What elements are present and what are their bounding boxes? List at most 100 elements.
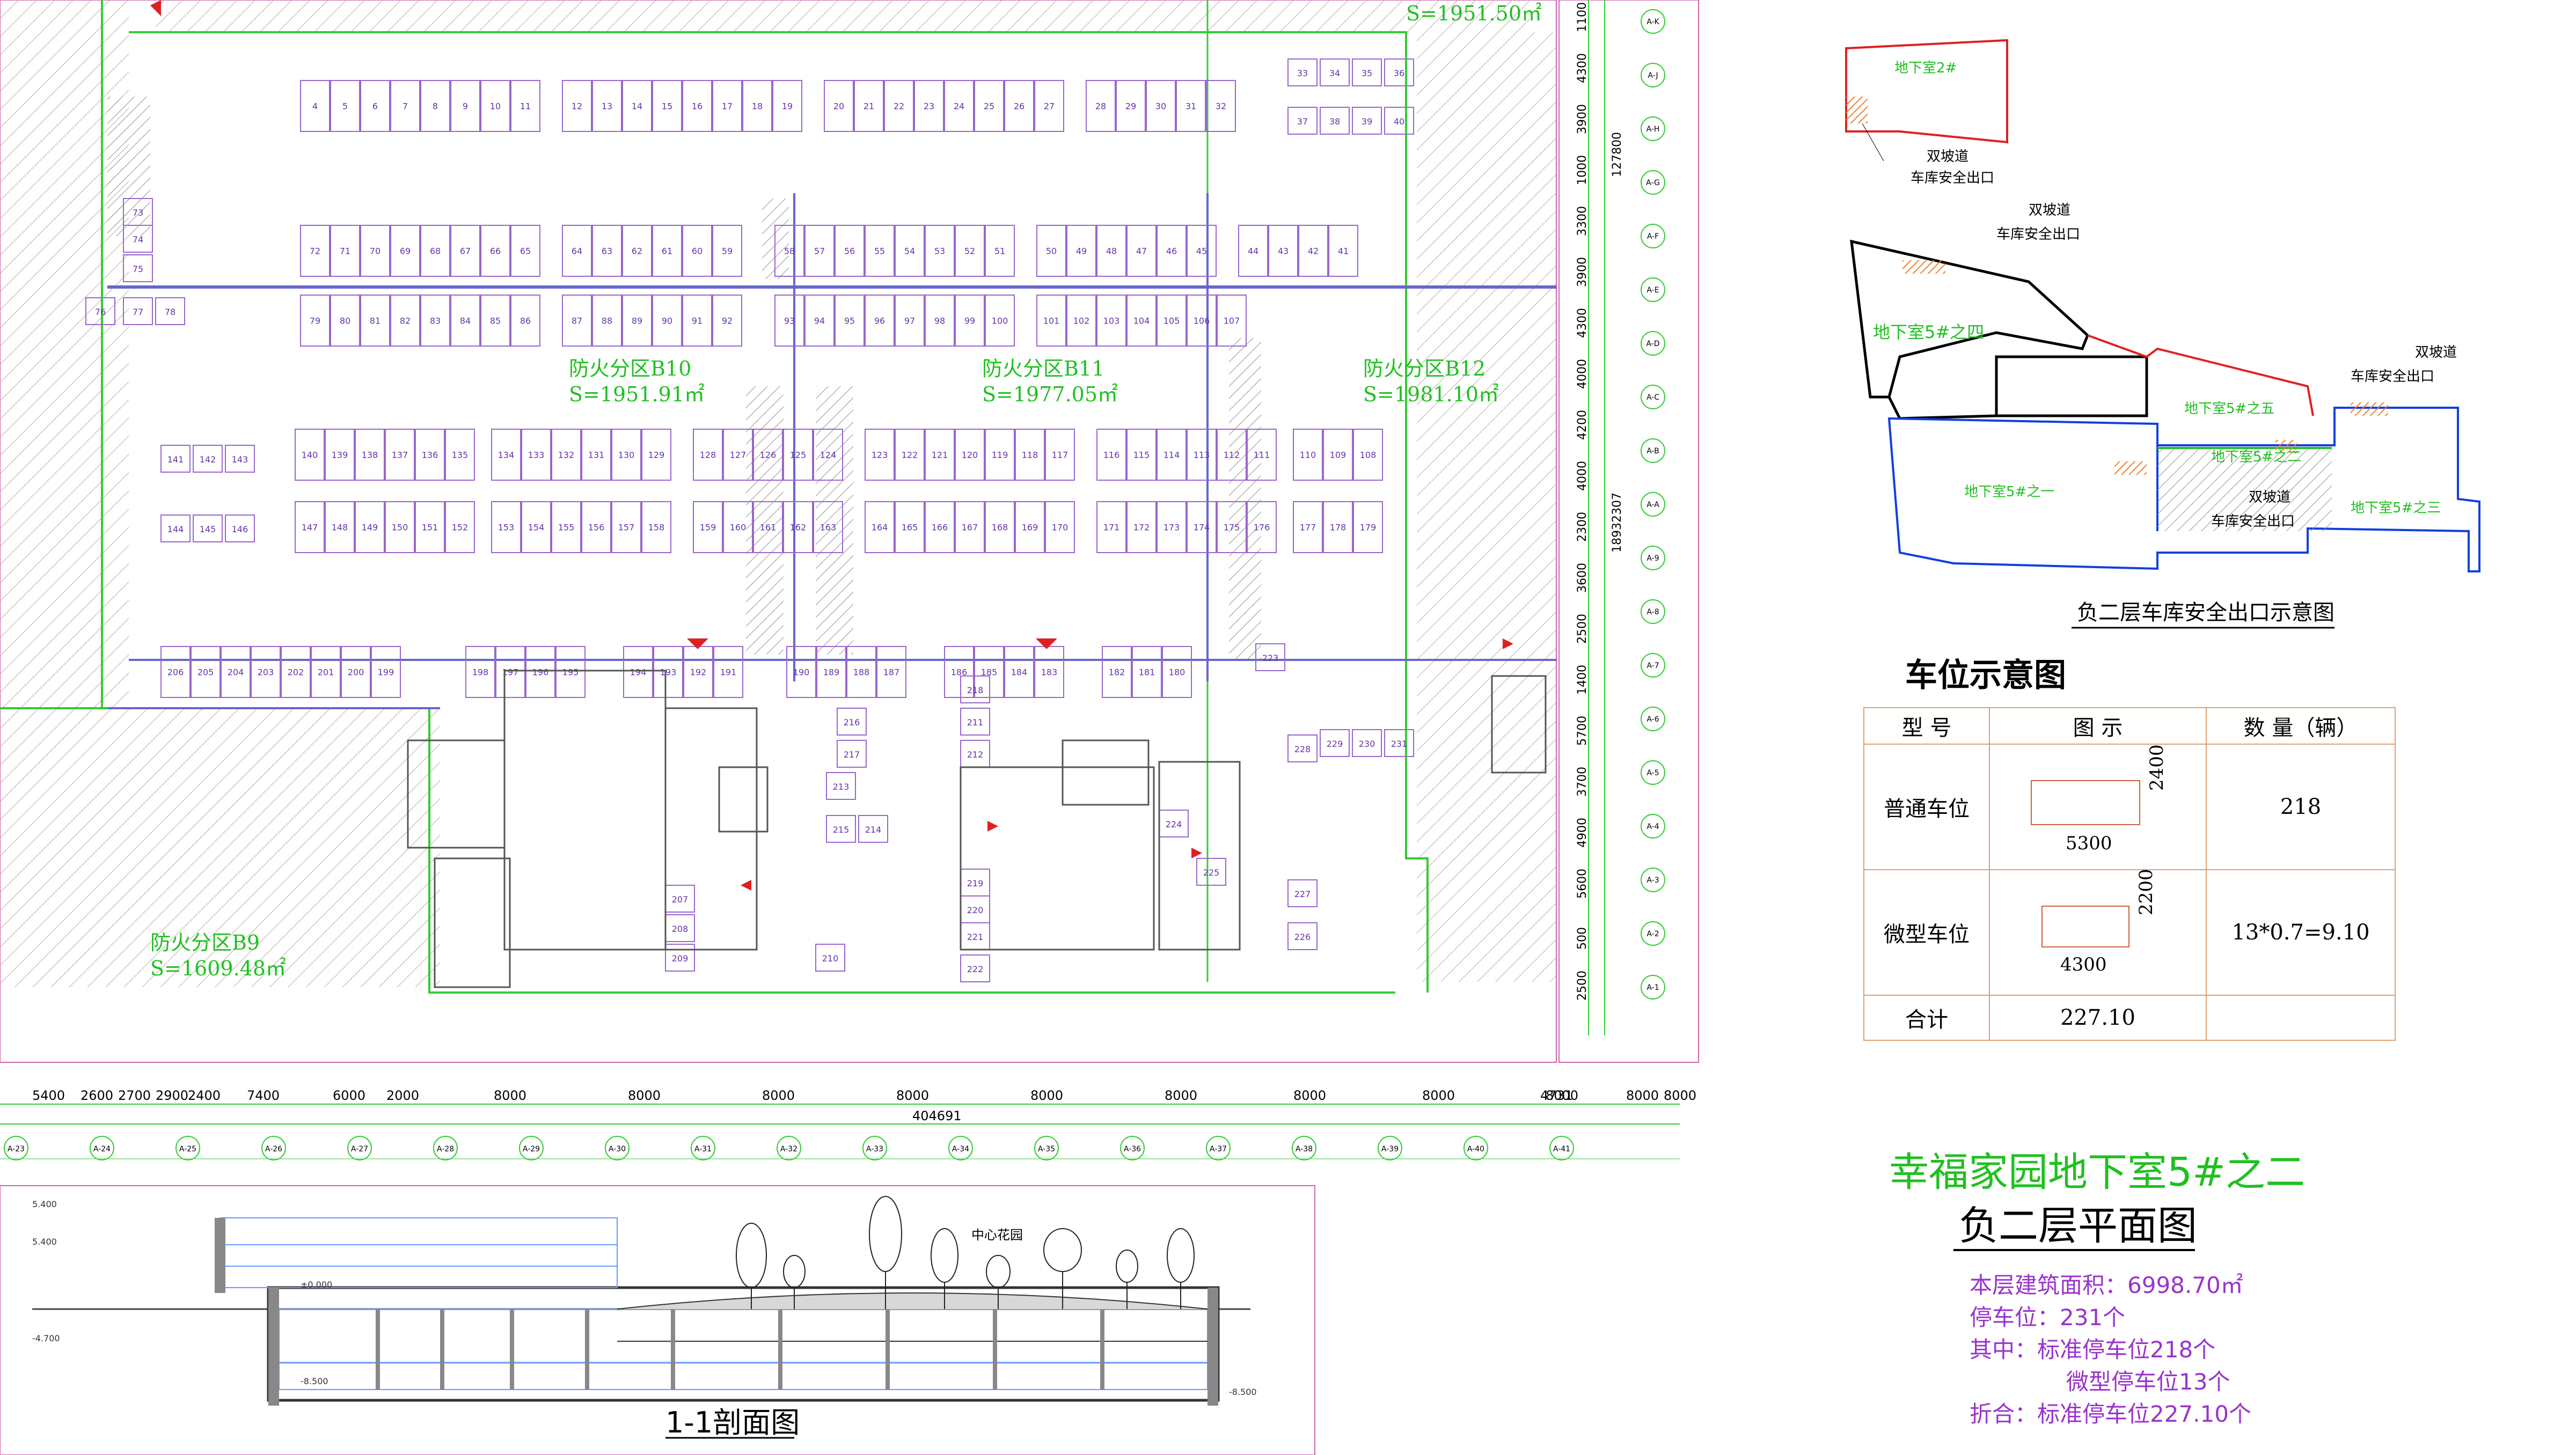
parking-space: 21: [854, 80, 884, 132]
axis-label: A-31: [694, 1145, 712, 1153]
axis-label: A-28: [437, 1145, 454, 1153]
axis-bubble: A-27: [347, 1136, 372, 1160]
parking-space-number: 85: [490, 316, 501, 326]
parking-space-number: 219: [967, 878, 984, 888]
parking-space: 76: [85, 297, 115, 325]
parking-space-number: 53: [934, 246, 945, 256]
parking-space: 169: [1015, 501, 1045, 553]
parking-space: 199: [371, 646, 401, 698]
core-blocks: [407, 670, 1547, 988]
legend-header-row: 型 号 图 示 数 量（辆）: [1863, 707, 2396, 745]
parking-space: 44: [1238, 225, 1268, 277]
parking-space-number: 189: [823, 667, 840, 678]
parking-space: 69: [390, 225, 420, 277]
parking-space: 150: [385, 501, 415, 553]
parking-space: 152: [445, 501, 475, 553]
parking-space-number: 37: [1297, 116, 1308, 127]
parking-space-number: 125: [790, 450, 807, 460]
parking-space: 111: [1247, 429, 1277, 481]
parking-space: 82: [390, 295, 420, 347]
fire-zone-area: S=1981.10㎡: [1363, 383, 1499, 406]
parking-space-number: 134: [498, 450, 515, 460]
parking-space: 164: [865, 501, 895, 553]
parking-space-number: 114: [1163, 450, 1180, 460]
dimension-label: 8000: [1626, 1088, 1659, 1103]
parking-space: 95: [835, 295, 865, 347]
parking-space: 223: [1255, 643, 1285, 671]
parking-space-number: 203: [258, 667, 274, 678]
parking-space-number: 142: [200, 454, 216, 465]
parking-space: 171: [1096, 501, 1126, 553]
parking-space-number: 172: [1133, 523, 1150, 533]
axis-label: A-35: [1038, 1145, 1055, 1153]
axis-bubble: A-29: [519, 1136, 544, 1160]
parking-space-number: 224: [1166, 819, 1182, 829]
parking-space-number: 77: [133, 307, 143, 317]
parking-space-number: 229: [1327, 739, 1343, 749]
axis-bubble: A-24: [90, 1136, 114, 1160]
legend-table: 型 号 图 示 数 量（辆） 普通车位 5300 2400 218 微型车位 4…: [1863, 707, 2396, 1041]
parking-space: 24: [944, 80, 974, 132]
parking-space: 4: [300, 80, 330, 132]
axis-bubble: A-33: [862, 1136, 887, 1160]
parking-space: 12: [562, 80, 592, 132]
parking-space-number: 88: [602, 316, 612, 326]
parking-space: 125: [783, 429, 813, 481]
parking-space: 195: [555, 646, 586, 698]
parking-space: 40: [1384, 107, 1414, 135]
parking-space-number: 65: [520, 246, 531, 256]
parking-space: 159: [693, 501, 723, 553]
parking-space-number: 192: [690, 667, 707, 678]
parking-space-number: 61: [662, 246, 672, 256]
parking-space: 141: [160, 445, 191, 473]
axis-bubble: A-7: [1641, 653, 1665, 678]
axis-label: A-F: [1647, 232, 1659, 241]
dimension-label: 8000: [1422, 1088, 1455, 1103]
axis-label: A-26: [265, 1145, 282, 1153]
parking-space-number: 215: [833, 825, 850, 835]
parking-space-number: 155: [558, 523, 575, 533]
parking-space-number: 108: [1360, 450, 1377, 460]
parking-space: 49: [1066, 225, 1096, 277]
parking-space: 123: [865, 429, 895, 481]
parking-space-number: 222: [967, 964, 984, 974]
parking-space-number: 20: [833, 101, 844, 112]
parking-space-number: 149: [362, 523, 378, 533]
parking-space-number: 38: [1329, 116, 1340, 127]
parking-space: 119: [985, 429, 1015, 481]
dimension-label: 4300: [1576, 308, 1589, 338]
parking-space-number: 78: [165, 307, 175, 317]
parking-space: 41: [1328, 225, 1358, 277]
axis-bubble: A-E: [1641, 277, 1665, 302]
parking-space: 183: [1034, 646, 1064, 698]
parking-space-number: 87: [572, 316, 582, 326]
dimension-label: 3600: [1576, 563, 1589, 593]
parking-space: 167: [955, 501, 985, 553]
exit-b5-1-label: 地下室5#之一: [1964, 484, 2054, 500]
parking-space: 62: [622, 225, 652, 277]
parking-space: 189: [816, 646, 846, 698]
axis-bubble: A-23: [4, 1136, 28, 1160]
fire-zone-area: S=1977.05㎡: [982, 383, 1118, 406]
legend-header-diagram: 图 示: [1989, 707, 2207, 745]
parking-space-number: 169: [1022, 523, 1038, 533]
parking-space: 143: [225, 445, 255, 473]
parking-space: 61: [652, 225, 682, 277]
parking-space: 215: [826, 815, 856, 843]
parking-space: 140: [295, 429, 325, 481]
fire-zone-labels: 防火分区B9S=1609.48㎡防火分区B10S=1951.91㎡防火分区B11…: [150, 2, 1542, 980]
parking-space: 196: [525, 646, 555, 698]
parking-space-number: 138: [362, 450, 378, 460]
parking-space-number: 195: [562, 667, 579, 678]
parking-space-number: 109: [1330, 450, 1346, 460]
legend-total-empty: [2206, 995, 2396, 1041]
fire-zone-name: 防火分区B11: [982, 357, 1104, 380]
parking-space-number: 126: [760, 450, 777, 460]
parking-space: 103: [1096, 295, 1126, 347]
parking-space: 100: [985, 295, 1015, 347]
parking-space: 214: [858, 815, 888, 843]
parking-space-number: 68: [430, 246, 441, 256]
parking-space: 222: [960, 954, 990, 982]
